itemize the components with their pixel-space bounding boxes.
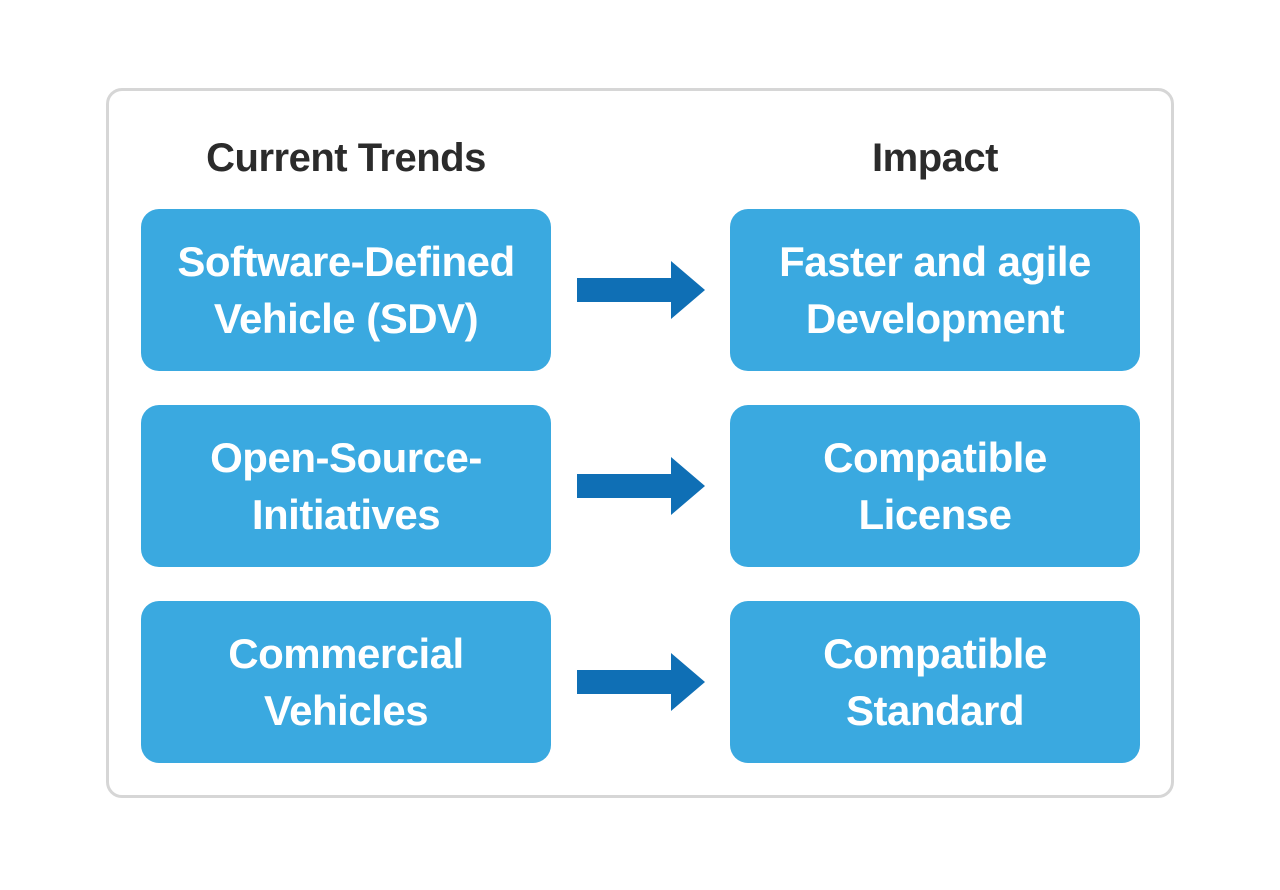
impact-label-faster-development: Faster and agile Development: [779, 238, 1091, 342]
impact-label-compatible-standard: Compatible Standard: [823, 630, 1047, 734]
trend-box-sdv: Software-Defined Vehicle (SDV): [141, 209, 551, 371]
right-arrow-icon: [577, 457, 705, 515]
right-arrow-icon: [577, 653, 705, 711]
impact-label-compatible-license: Compatible License: [823, 434, 1047, 538]
trend-box-commercial-vehicles: Commercial Vehicles: [141, 601, 551, 763]
impact-box-compatible-license: Compatible License: [730, 405, 1140, 567]
impact-header: Impact: [872, 136, 998, 180]
current-trends-header: Current Trends: [206, 136, 486, 180]
trend-box-open-source: Open-Source- Initiatives: [141, 405, 551, 567]
trend-label-open-source: Open-Source- Initiatives: [210, 434, 482, 538]
impact-box-faster-development: Faster and agile Development: [730, 209, 1140, 371]
impact-box-compatible-standard: Compatible Standard: [730, 601, 1140, 763]
trend-label-commercial-vehicles: Commercial Vehicles: [228, 630, 464, 734]
trend-label-sdv: Software-Defined Vehicle (SDV): [177, 238, 515, 342]
right-arrow-icon: [577, 261, 705, 319]
